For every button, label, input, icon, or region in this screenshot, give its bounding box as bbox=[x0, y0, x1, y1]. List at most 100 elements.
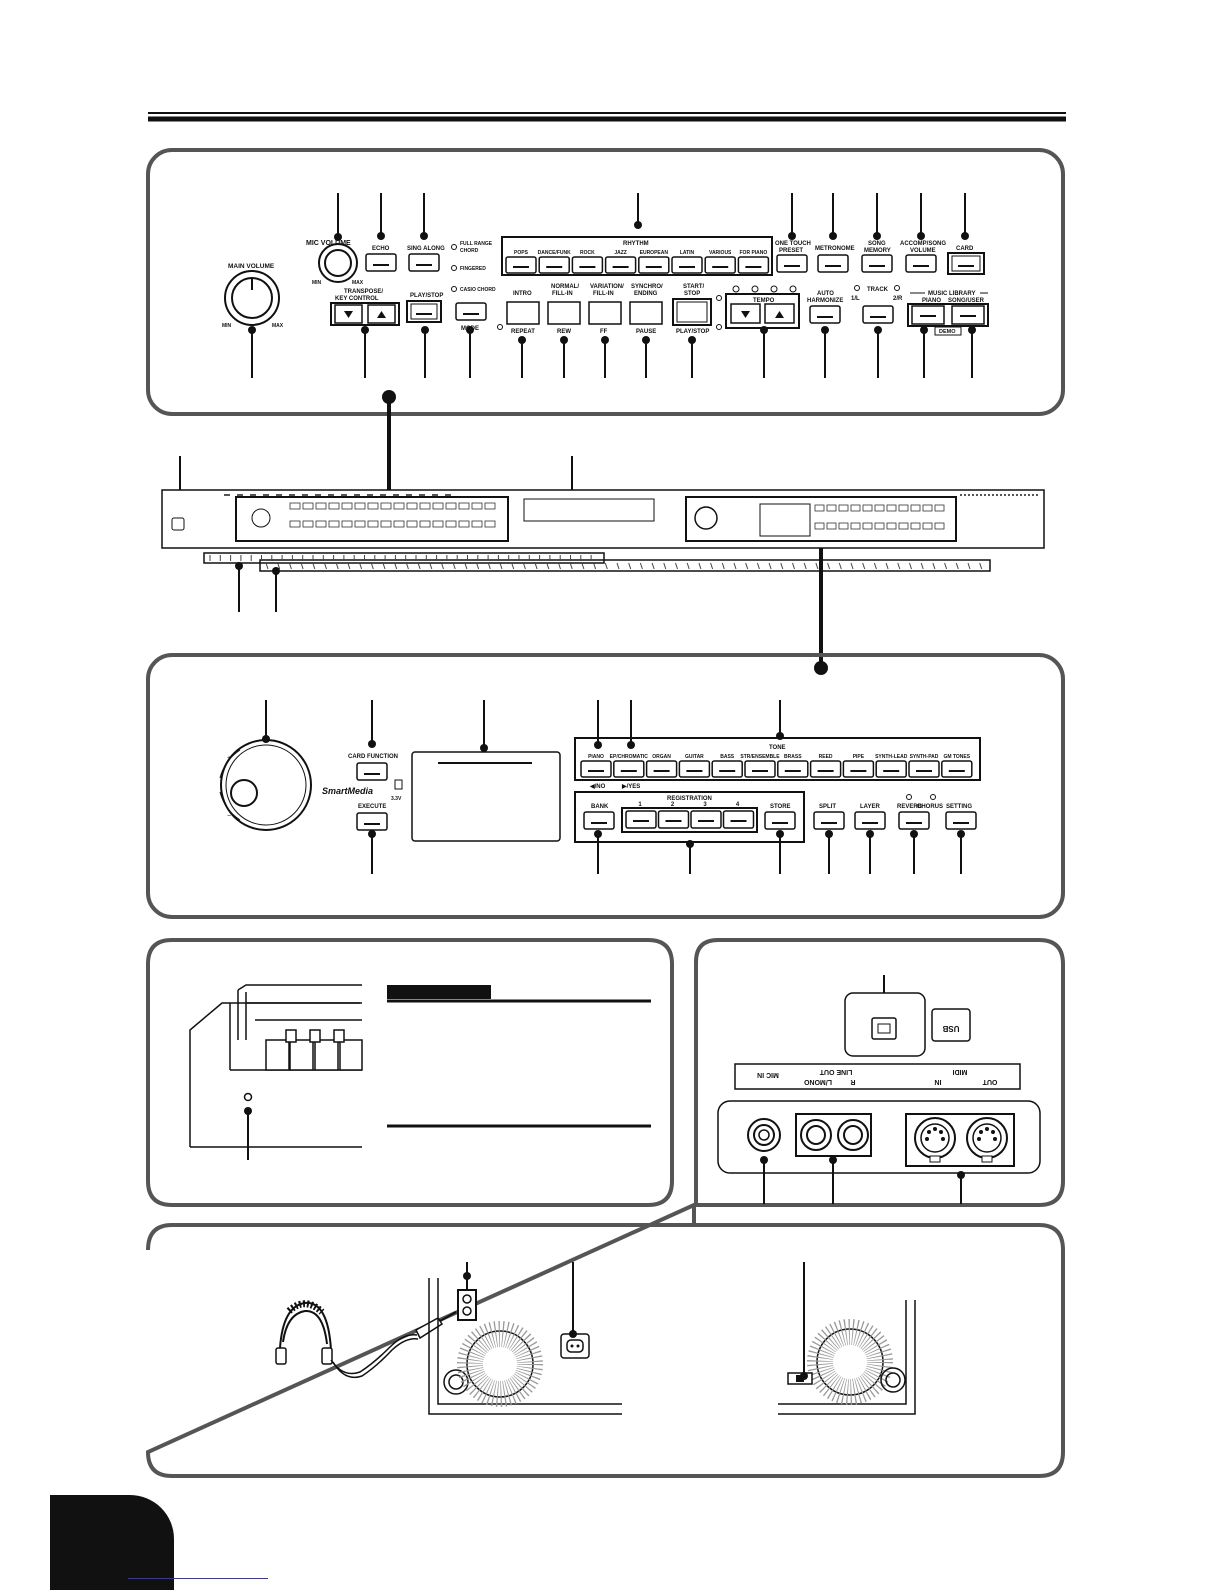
rhythm-button[interactable] bbox=[638, 256, 670, 274]
track-2-label: 2/R bbox=[893, 296, 903, 302]
mic-in-jack[interactable] bbox=[747, 1118, 781, 1152]
button-slot bbox=[579, 266, 596, 268]
rhythm-button[interactable] bbox=[737, 256, 770, 274]
mode-button[interactable] bbox=[455, 302, 487, 321]
play-stop-2-label: PLAY/STOP bbox=[676, 329, 709, 335]
rhythm-button[interactable] bbox=[571, 256, 604, 274]
auto-harmonize-button[interactable] bbox=[809, 305, 841, 324]
demo-badge bbox=[934, 326, 962, 336]
voltage-label: 3.3V bbox=[391, 796, 402, 802]
midi-in-port[interactable] bbox=[914, 1117, 956, 1163]
tone-label: ORGAN bbox=[652, 754, 671, 760]
rhythm-button[interactable] bbox=[538, 256, 570, 274]
button-slot bbox=[719, 770, 736, 772]
data-dial[interactable]: + − bbox=[219, 739, 312, 831]
line-out-r-jack[interactable] bbox=[800, 1119, 832, 1151]
usb-port[interactable] bbox=[871, 1017, 897, 1040]
track-button[interactable] bbox=[862, 305, 894, 324]
setting-button[interactable] bbox=[945, 811, 977, 830]
tone-button[interactable] bbox=[645, 760, 678, 778]
normal-fill-in-button[interactable] bbox=[547, 301, 581, 325]
store-button[interactable] bbox=[764, 811, 796, 830]
card-button[interactable] bbox=[947, 252, 985, 275]
bank-button[interactable] bbox=[583, 811, 615, 830]
mic-max-label: MAX bbox=[352, 280, 364, 286]
power-button[interactable] bbox=[171, 517, 185, 531]
rhythm-button[interactable] bbox=[704, 256, 736, 274]
button-slot bbox=[513, 266, 529, 268]
main-volume-label: MAIN VOLUME bbox=[228, 263, 275, 270]
variation-fill-in-button[interactable] bbox=[588, 301, 622, 325]
usb-label: USB bbox=[942, 1024, 959, 1033]
layer-button[interactable] bbox=[854, 811, 886, 830]
card-function-button[interactable] bbox=[356, 762, 388, 781]
split-button[interactable] bbox=[813, 811, 845, 830]
mode-label: MODE bbox=[461, 326, 479, 332]
registration-button[interactable] bbox=[722, 810, 755, 829]
l-mono-label: L/MONO bbox=[803, 1078, 832, 1085]
rhythm-button[interactable] bbox=[671, 256, 703, 274]
button-slot bbox=[546, 266, 563, 268]
tone-button[interactable] bbox=[809, 760, 842, 778]
echo-label: ECHO bbox=[372, 246, 390, 252]
registration-button[interactable] bbox=[657, 810, 690, 829]
registration-button[interactable] bbox=[625, 810, 657, 829]
tone-button[interactable] bbox=[744, 760, 776, 778]
metronome-button[interactable] bbox=[817, 254, 849, 273]
synchro-label-1: SYNCHRO/ bbox=[631, 284, 663, 290]
full-range-label-2: CHORD bbox=[460, 248, 479, 254]
line-out-l-jack[interactable] bbox=[837, 1119, 869, 1151]
ac-inlet[interactable] bbox=[560, 1333, 590, 1359]
intro-led bbox=[497, 324, 503, 330]
intro-button[interactable] bbox=[506, 301, 540, 325]
button-slot bbox=[817, 770, 834, 772]
auto-harmonize-label-2: HARMONIZE bbox=[807, 298, 843, 304]
transpose-label-2: KEY CONTROL bbox=[335, 296, 379, 302]
tone-button[interactable] bbox=[842, 760, 875, 778]
button-slot bbox=[916, 770, 932, 772]
song-memory-button[interactable] bbox=[861, 254, 893, 273]
play-stop-button[interactable] bbox=[406, 300, 442, 323]
registration-button[interactable] bbox=[690, 810, 722, 829]
beat-leds bbox=[732, 285, 797, 293]
accomp-volume-button[interactable] bbox=[905, 254, 937, 273]
tone-button[interactable] bbox=[908, 760, 940, 778]
mic-volume-knob[interactable] bbox=[318, 243, 358, 283]
page-tab bbox=[50, 1495, 174, 1590]
phones-jack-2[interactable] bbox=[462, 1306, 472, 1316]
start-stop-button[interactable] bbox=[672, 298, 712, 326]
main-volume-knob[interactable] bbox=[224, 270, 280, 326]
rhythm-button[interactable] bbox=[604, 256, 637, 274]
button-slot bbox=[730, 820, 747, 822]
tone-button[interactable] bbox=[711, 760, 743, 778]
tone-label: GUITAR bbox=[685, 754, 704, 760]
tone-button[interactable] bbox=[613, 760, 645, 778]
synchro-ending-button[interactable] bbox=[629, 301, 663, 325]
callout-lines-top bbox=[251, 193, 973, 378]
rhythm-button[interactable] bbox=[505, 256, 537, 274]
power-indicator-panel bbox=[146, 938, 674, 1207]
phones-jack-1[interactable] bbox=[462, 1294, 472, 1304]
midi-out-port[interactable] bbox=[966, 1117, 1008, 1163]
tempo-down-icon bbox=[741, 311, 750, 318]
tone-button[interactable] bbox=[941, 760, 973, 778]
keyboard-overview bbox=[161, 456, 1045, 612]
tone-button[interactable] bbox=[678, 760, 711, 778]
accomp-volume-label-2: VOLUME bbox=[910, 248, 936, 254]
svg-text:−: − bbox=[227, 813, 231, 820]
echo-button[interactable] bbox=[365, 253, 397, 272]
execute-button[interactable] bbox=[356, 812, 388, 831]
song-memory-label-2: MEMORY bbox=[864, 248, 891, 254]
sing-along-button[interactable] bbox=[408, 253, 440, 272]
headphones-icon bbox=[275, 1300, 457, 1379]
music-library-label: MUSIC LIBRARY bbox=[928, 291, 975, 297]
tone-button[interactable] bbox=[580, 760, 612, 778]
tone-button[interactable] bbox=[875, 760, 907, 778]
demo-label: DEMO bbox=[939, 329, 956, 335]
one-touch-preset-button[interactable] bbox=[776, 254, 808, 273]
ml-song-label: SONG/USER bbox=[948, 298, 985, 304]
reverb-chorus-button[interactable] bbox=[898, 811, 930, 830]
ml-piano-label: PIANO bbox=[922, 298, 941, 304]
tone-button[interactable] bbox=[777, 760, 809, 778]
